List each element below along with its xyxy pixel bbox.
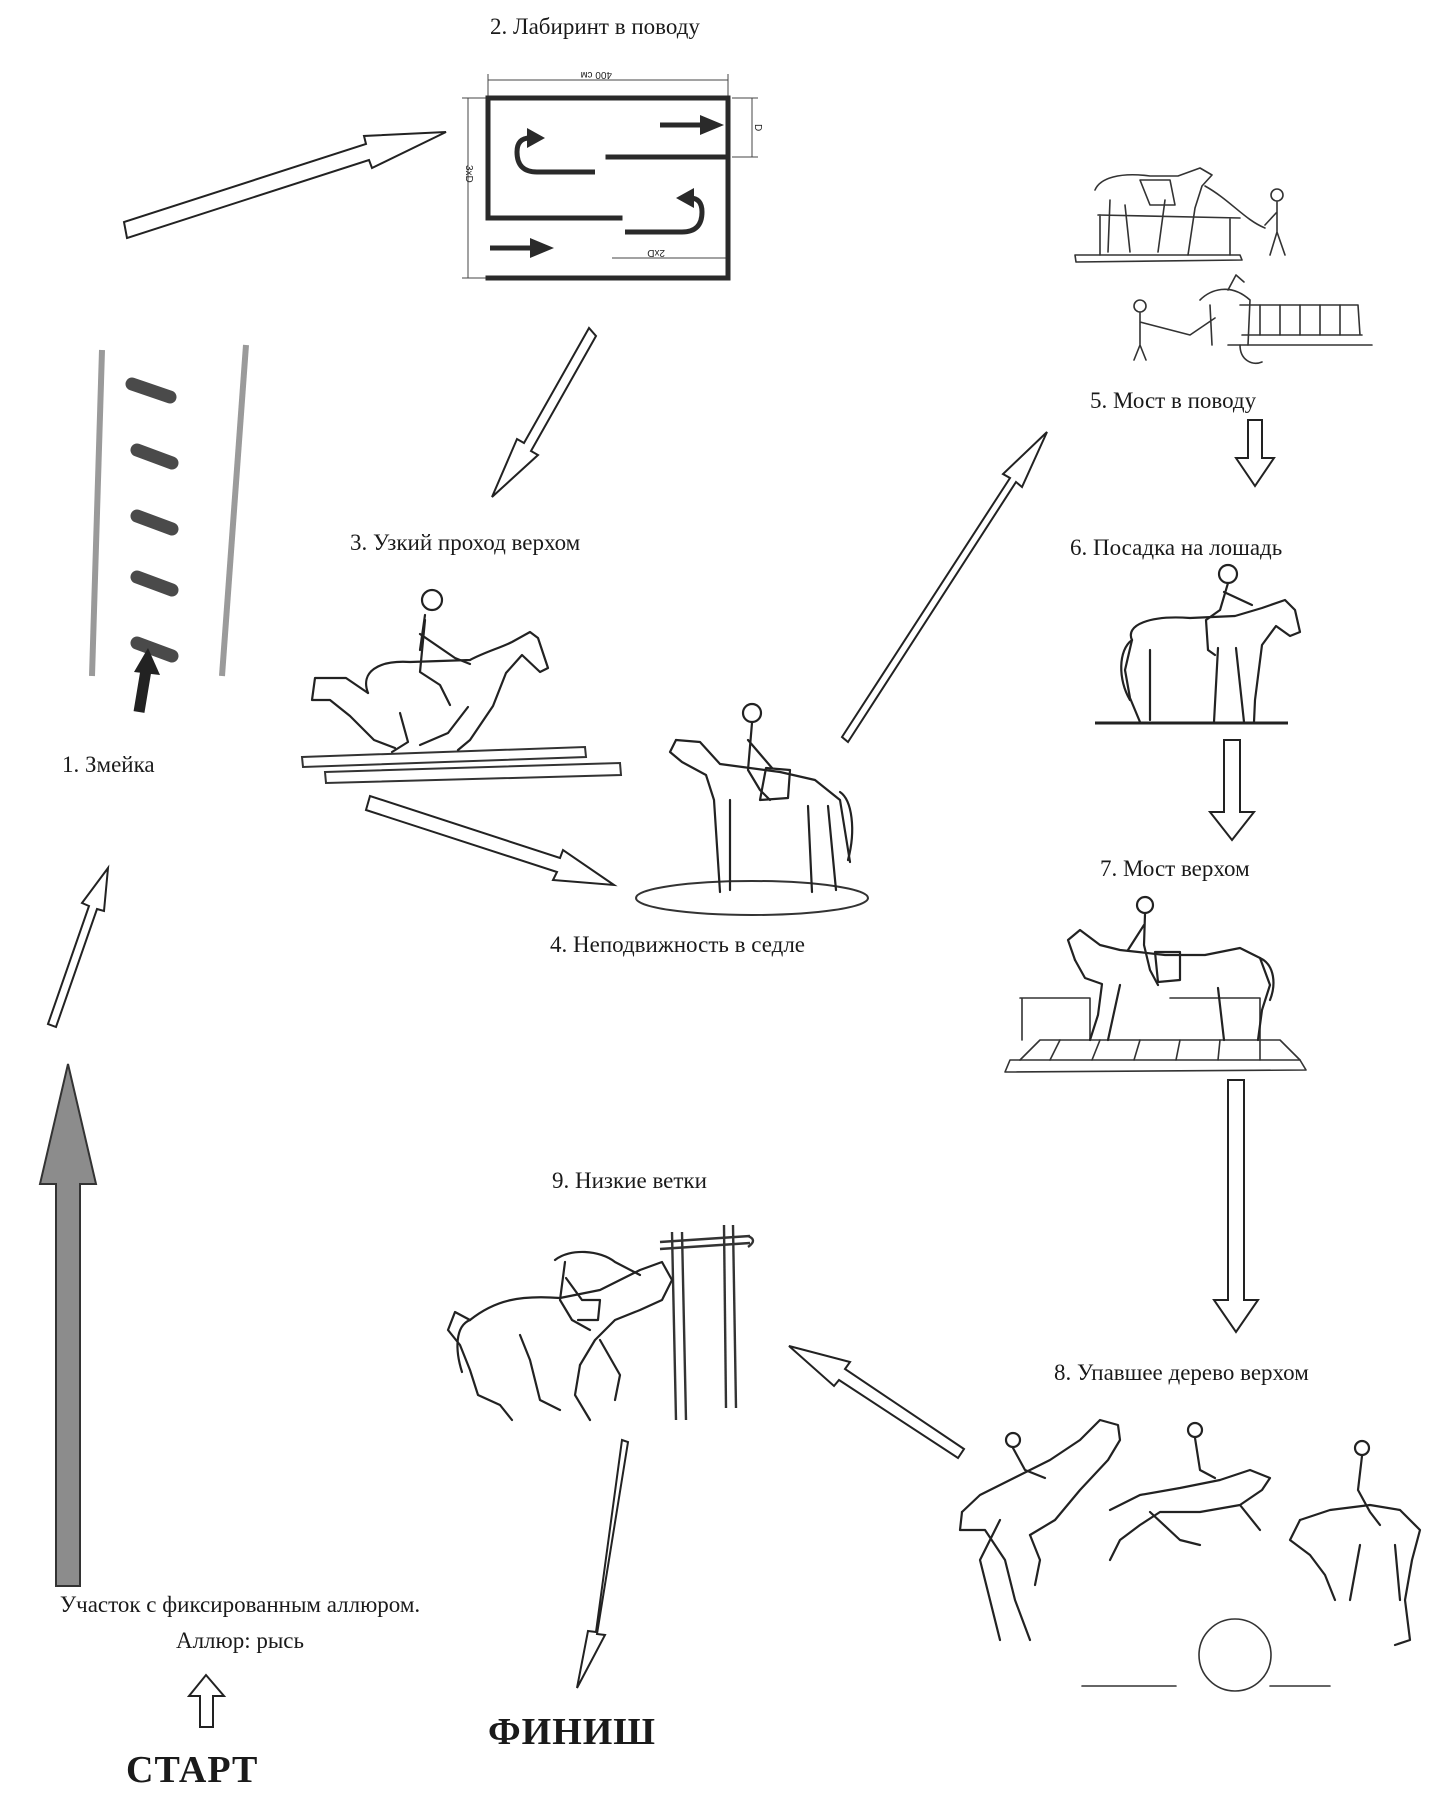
maze-flow-arrows [490, 115, 724, 258]
label-maze: 2. Лабиринт в поводу [490, 14, 700, 39]
label-low-branches: 9. Низкие ветки [552, 1168, 707, 1193]
label-mounting: 6. Посадка на лошадь [1070, 535, 1283, 560]
fallen-tree-horses [958, 1418, 1422, 1647]
label-immobility: 4. Неподвижность в седле [550, 932, 805, 957]
maze-inner-label: 2xD [647, 247, 665, 258]
route-arrows [46, 131, 1276, 1728]
narrow-passage-graphic [300, 588, 623, 785]
maze-width-label: 400 см [581, 69, 612, 80]
bridge-riding-horse-and-rider [1066, 895, 1275, 1042]
label-snake: 1. Змейка [62, 752, 155, 777]
maze-station-graphic: 400 см 3xD D 2xD [462, 69, 763, 281]
snake-left-rail [89, 349, 105, 677]
bridge-riding-deck [1004, 997, 1307, 1073]
snake-entry-arrow [133, 648, 160, 713]
snake-pole [130, 636, 179, 663]
route-arrow-bridge-to-mounting [1234, 419, 1276, 488]
route-arrow-branches-to-finish [576, 1438, 630, 1689]
snake-pole [130, 509, 179, 536]
label-bridge-in-hand: 5. Мост в поводу [1090, 388, 1257, 413]
label-fallen-tree: 8. Упавшее дерево верхом [1054, 1360, 1309, 1385]
bridge-in-hand-graphic [1074, 167, 1373, 364]
maze-height-label: 3xD [463, 165, 474, 183]
bridge-in-hand-lower [1133, 274, 1373, 364]
maze-gap-label: D [752, 124, 763, 131]
narrow-passage-poles [300, 745, 623, 785]
immobility-circle [635, 880, 869, 916]
mounting-graphic [1095, 563, 1302, 725]
low-branches-horse-and-rider [446, 1250, 674, 1422]
snake-right-rail [219, 344, 249, 677]
route-arrow-immobility-to-bridge [840, 431, 1048, 744]
route-arrow-bridge-to-tree [1212, 1079, 1260, 1334]
snake-pole [125, 377, 177, 404]
start-label: СТАРТ [126, 1749, 259, 1791]
label-bridge-riding: 7. Мост верхом [1100, 856, 1250, 881]
mounting-horse-and-rider [1120, 563, 1302, 724]
snake-poles [125, 377, 179, 663]
low-branches-frame [659, 1224, 755, 1421]
route-arrow-tree-to-branches [788, 1345, 966, 1460]
route-arrow-narrow-to-immobility [364, 794, 618, 887]
snake-pole [130, 443, 179, 470]
route-arrow-maze-to-narrow [491, 326, 598, 498]
fallen-tree-graphic [958, 1418, 1422, 1692]
fixed-gait-line2: Аллюр: рысь [175, 1628, 305, 1653]
fixed-gait-line1: Участок с фиксированным аллюром. [59, 1592, 421, 1617]
finish-label: ФИНИШ [488, 1711, 657, 1753]
route-arrow-mounting-to-bridge-ride [1207, 739, 1257, 842]
bridge-riding-graphic [1004, 895, 1307, 1073]
maze-walls [485, 95, 731, 281]
label-narrow-passage: 3. Узкий проход верхом [350, 530, 581, 555]
narrow-passage-horse-and-rider [310, 588, 550, 754]
route-arrow-start-small [186, 1673, 227, 1728]
route-arrow-start-to-snake [46, 864, 110, 1029]
route-arrow-snake-to-maze [122, 131, 447, 240]
snake-pole [130, 570, 179, 597]
immobility-graphic [635, 702, 869, 916]
maze-dimension-lines [462, 74, 758, 279]
bridge-in-hand-upper [1074, 167, 1286, 263]
fallen-tree-log [1081, 1618, 1331, 1692]
fixed-gait-big-arrow [38, 1063, 98, 1587]
snake-station-graphic [89, 344, 249, 713]
low-branches-graphic [446, 1224, 755, 1422]
immobility-horse-and-rider [668, 702, 854, 894]
